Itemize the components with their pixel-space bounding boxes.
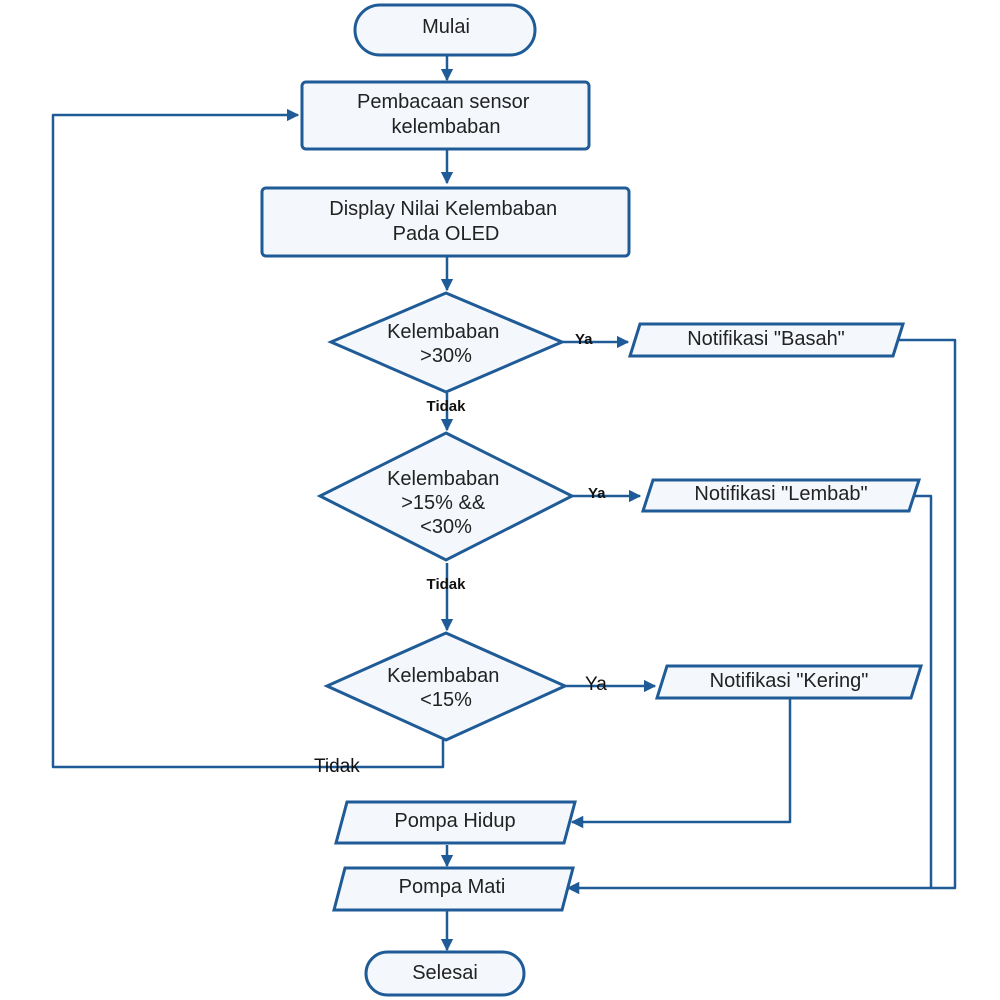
node-read-sensor: Pembacaan sensor kelembaban — [300, 80, 591, 151]
edge-labels: Ya Tidak Ya Tidak Ya Tidak — [314, 331, 607, 777]
node-start-label: Mulai — [422, 16, 470, 38]
label-wet-no: Tidak — [427, 398, 467, 415]
node-notif-wet-label: Notifikasi "Basah" — [687, 328, 845, 350]
node-end-label: Selesai — [412, 962, 478, 984]
label-moist-no: Tidak — [427, 576, 467, 593]
node-decision-moist: Kelembaban >15% && <30% — [316, 431, 576, 562]
node-decision-wet-label: Kelembaban >30% — [387, 321, 505, 367]
node-decision-dry: Kelembaban <15% — [323, 631, 569, 742]
node-notif-dry: Notifikasi "Kering" — [654, 664, 924, 700]
node-display: Display Nilai Kelembaban Pada OLED — [260, 186, 631, 258]
node-pump-off-label: Pompa Mati — [399, 876, 506, 898]
node-display-label: Display Nilai Kelembaban Pada OLED — [329, 198, 562, 245]
node-notif-dry-label: Notifikasi "Kering" — [710, 670, 869, 692]
node-notif-moist-label: Notifikasi "Lembab" — [694, 483, 867, 505]
node-pump-on: Pompa Hidup — [334, 800, 577, 845]
connectors — [51, 55, 957, 952]
node-start: Mulai — [353, 3, 537, 57]
node-pump-on-label: Pompa Hidup — [394, 810, 515, 832]
node-decision-wet: Kelembaban >30% — [327, 291, 566, 394]
label-dry-no: Tidak — [314, 756, 360, 777]
node-decision-moist-label: Kelembaban >15% && <30% — [387, 468, 505, 538]
node-notif-moist: Notifikasi "Lembab" — [640, 478, 922, 513]
node-read-sensor-label: Pembacaan sensor kelembaban — [357, 91, 535, 138]
node-end: Selesai — [364, 950, 526, 997]
edge-notif-dry-to-pump-on — [570, 698, 792, 829]
edge-dry-no-loop — [51, 108, 445, 769]
node-notif-wet: Notifikasi "Basah" — [627, 322, 906, 358]
label-moist-yes: Ya — [588, 485, 606, 502]
label-dry-yes: Ya — [585, 674, 607, 695]
node-decision-dry-label: Kelembaban <15% — [387, 665, 505, 711]
node-pump-off: Pompa Mati — [332, 866, 575, 912]
edge-notif-wet-to-pump-off — [898, 338, 957, 890]
edge-notif-moist-to-pump-off — [566, 494, 933, 895]
label-wet-yes: Ya — [575, 331, 593, 348]
